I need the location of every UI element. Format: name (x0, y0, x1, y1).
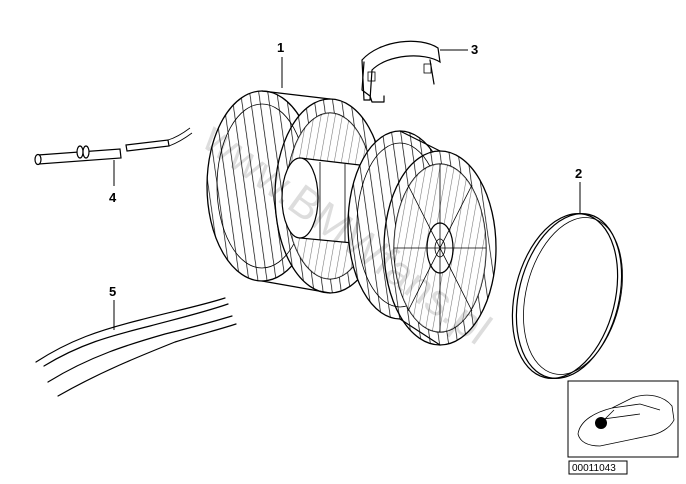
right-fan-wheel (347, 130, 497, 346)
callout-1: 1 (277, 40, 284, 55)
leader-lines (113, 49, 581, 330)
callout-3: 3 (471, 42, 478, 57)
callout-2: 2 (575, 166, 582, 181)
reference-code: 00011043 (572, 463, 616, 474)
wire-harness (35, 297, 237, 397)
seal-ring (511, 213, 623, 379)
shaft (34, 127, 193, 166)
blower-assembly (206, 90, 497, 346)
callout-5: 5 (109, 284, 116, 299)
callout-4: 4 (109, 190, 117, 205)
reference-code-box (568, 460, 628, 475)
mounting-clamp (361, 40, 441, 103)
location-thumbnail (567, 380, 679, 458)
